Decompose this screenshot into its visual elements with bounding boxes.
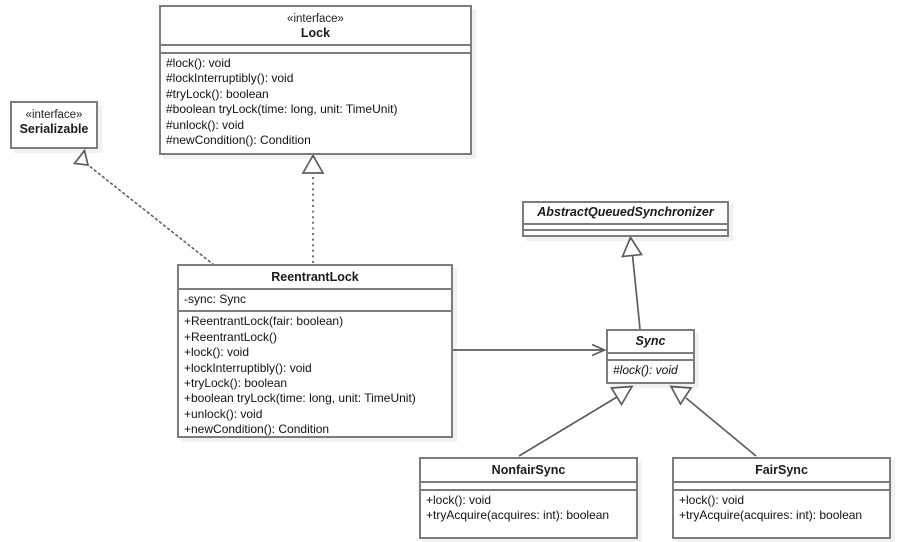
class-box-sync[interactable]: Sync #lock(): void xyxy=(606,329,695,384)
class-name-label: Serializable xyxy=(19,122,89,136)
methods-compartment xyxy=(524,229,727,235)
member-row: +ReentrantLock(fair: boolean) xyxy=(184,314,344,329)
class-name-compartment: AbstractQueuedSynchronizer xyxy=(524,203,727,223)
edge-sync-extends-aqs xyxy=(621,235,643,330)
member-row: +lock(): void xyxy=(184,345,250,360)
attributes-compartment xyxy=(161,44,470,52)
member-row: #unlock(): void xyxy=(166,117,245,132)
class-name-label: Sync xyxy=(635,334,666,348)
edge-reentrantlock-realizes-serializable xyxy=(72,148,215,266)
member-row: #lockInterruptibly(): void xyxy=(166,71,294,86)
methods-compartment: +ReentrantLock(fair: boolean)+ReentrantL… xyxy=(179,310,451,440)
class-name-label: ReentrantLock xyxy=(271,270,359,284)
attributes-compartment xyxy=(524,223,727,229)
attributes-compartment xyxy=(421,481,636,489)
attributes-compartment xyxy=(674,481,889,489)
class-name-compartment: NonfairSync xyxy=(421,459,636,481)
generalization-line xyxy=(685,397,757,457)
class-name-compartment: FairSync xyxy=(674,459,889,481)
member-row: +lock(): void xyxy=(679,493,745,507)
methods-compartment: #lock(): void xyxy=(608,359,693,381)
generalization-line xyxy=(631,254,641,330)
member-row: +tryLock(): boolean xyxy=(184,376,288,391)
class-box-fairsync[interactable]: FairSync +lock(): void+tryAcquire(acquir… xyxy=(672,457,891,539)
class-name-compartment: ReentrantLock xyxy=(179,266,451,288)
member-row: +tryAcquire(acquires: int): boolean xyxy=(426,508,610,523)
member-row: #boolean tryLock(time: long, unit: TimeU… xyxy=(166,102,398,117)
member-row: #lock(): void xyxy=(613,363,678,377)
methods-compartment: +lock(): void+tryAcquire(acquires: int):… xyxy=(421,489,636,527)
attributes-compartment: -sync: Sync xyxy=(179,288,451,310)
hollow-triangle-arrowhead-icon xyxy=(669,385,693,406)
member-row: +newCondition(): Condition xyxy=(184,422,330,437)
class-box-abstract-queued-synchronizer[interactable]: AbstractQueuedSynchronizer xyxy=(522,201,729,237)
class-box-lock[interactable]: «interface» Lock #lock(): void#lockInter… xyxy=(159,5,472,155)
class-box-reentrantlock[interactable]: ReentrantLock -sync: Sync +ReentrantLock… xyxy=(177,264,453,438)
class-box-serializable[interactable]: «interface» Serializable xyxy=(10,101,98,149)
attributes-compartment xyxy=(608,352,693,359)
member-row: -sync: Sync xyxy=(184,292,247,306)
member-row: #lock(): void xyxy=(166,56,231,70)
class-name-compartment: «interface» Lock xyxy=(161,7,470,44)
member-row: +unlock(): void xyxy=(184,406,263,421)
edge-reentrantlock-realizes-lock xyxy=(301,153,325,263)
member-row: +ReentrantLock() xyxy=(184,329,278,344)
class-name-label: Lock xyxy=(300,26,331,40)
class-name-label: NonfairSync xyxy=(491,463,566,477)
class-name-label: AbstractQueuedSynchronizer xyxy=(537,205,714,219)
hollow-triangle-arrowhead-icon xyxy=(621,235,643,258)
class-name-compartment: Sync xyxy=(608,331,693,352)
class-box-nonfairsync[interactable]: NonfairSync +lock(): void+tryAcquire(acq… xyxy=(419,457,638,539)
class-name-label: FairSync xyxy=(755,463,808,477)
member-row: +tryAcquire(acquires: int): boolean xyxy=(679,508,863,523)
member-row: +boolean tryLock(time: long, unit: TimeU… xyxy=(184,391,416,406)
edge-reentrantlock-associates-sync xyxy=(453,343,607,357)
hollow-triangle-arrowhead-icon xyxy=(610,385,634,407)
stereotype-label: «interface» xyxy=(25,109,83,121)
member-row: #newCondition(): Condition xyxy=(166,133,311,148)
member-row: +lock(): void xyxy=(426,493,492,507)
open-arrowhead-icon xyxy=(591,343,607,357)
methods-compartment: +lock(): void+tryAcquire(acquires: int):… xyxy=(674,489,889,527)
member-row: +lockInterruptibly(): void xyxy=(184,360,312,375)
edge-nonfairsync-extends-sync xyxy=(518,385,634,457)
hollow-triangle-arrowhead-icon xyxy=(301,153,325,174)
stereotype-label: «interface» xyxy=(287,13,344,25)
generalization-line xyxy=(518,396,618,457)
hollow-triangle-arrowhead-icon xyxy=(72,148,90,166)
realization-line xyxy=(87,164,215,266)
member-row: #tryLock(): boolean xyxy=(166,86,269,101)
edge-fairsync-extends-sync xyxy=(669,385,757,457)
methods-compartment: #lock(): void#lockInterruptibly(): void#… xyxy=(161,52,470,151)
class-name-compartment: «interface» Serializable xyxy=(12,103,96,140)
